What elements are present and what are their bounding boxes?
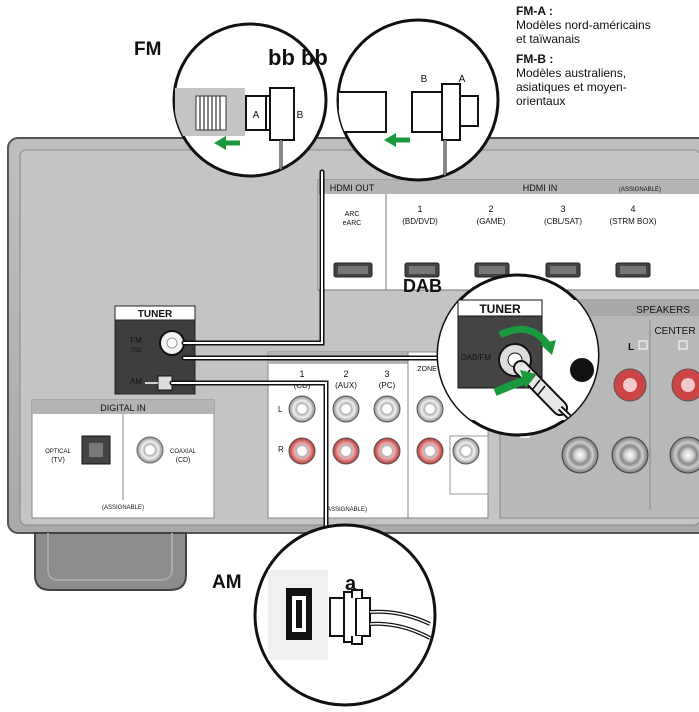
fm-a-note: FM-A : Modèles nord-américains et taïwan… bbox=[516, 4, 696, 46]
dab-rotate-arrow bbox=[540, 340, 556, 355]
hdmi-in-port-2: 2 (GAME) bbox=[474, 204, 510, 278]
tuner-label: TUNER bbox=[138, 309, 173, 320]
tuner-fm-ohm: 75Ω bbox=[130, 348, 142, 354]
digital-in-label: DIGITAL IN bbox=[100, 403, 146, 413]
fm-b-insert-arrow bbox=[384, 133, 396, 147]
antenna-cables bbox=[169, 169, 473, 538]
hdmi-section: HDMI OUT HDMI IN (ASSIGNABLE) ARC eARC 1… bbox=[317, 179, 699, 291]
audio-2-l-jack bbox=[332, 395, 360, 423]
audio-3-l-jack bbox=[373, 395, 401, 423]
speaker-terminal-2 bbox=[611, 436, 649, 474]
dab-callout-c: C bbox=[577, 363, 587, 378]
optical-label: OPTICAL bbox=[45, 449, 71, 455]
audio-2-label: (AUX) bbox=[335, 381, 357, 390]
fm-a-text-2: et taïwanais bbox=[516, 32, 581, 46]
dab-magnifier: TUNER DAB/FM C bbox=[436, 273, 600, 437]
hdmi-in-port-3: 3 (CBL/SAT) bbox=[544, 204, 582, 278]
hdmi-assignable-label: (ASSIGNABLE) bbox=[619, 187, 661, 193]
am-callout: AM bbox=[212, 572, 242, 593]
tuner-am-label: AM bbox=[130, 377, 142, 386]
hdmi-4-num: 4 bbox=[630, 204, 635, 214]
model-notes: FM-A : Modèles nord-américains et taïwan… bbox=[516, 4, 696, 114]
hdmi-3-num: 3 bbox=[560, 204, 565, 214]
digital-assignable: (ASSIGNABLE) bbox=[102, 505, 144, 511]
digital-in-section: DIGITAL IN OPTICAL (TV) COAXIAL (CD) (AS… bbox=[31, 399, 215, 519]
tuner-fm-label: FM bbox=[130, 336, 142, 345]
hdmi-in-label: HDMI IN bbox=[523, 183, 558, 193]
dab-callout-c-badge bbox=[570, 358, 594, 382]
fm-b-text-3: orientaux bbox=[516, 94, 566, 108]
hdmi-in-port-4: 4 (STRM BOX) bbox=[609, 204, 657, 278]
fm-a-plug-a-label: A bbox=[253, 110, 260, 121]
fm-a-title: FM-A : bbox=[516, 4, 553, 18]
dab-tuner-label: TUNER bbox=[479, 302, 521, 316]
hdmi-4-label: (STRM BOX) bbox=[609, 217, 656, 226]
dab-fm-label: DAB/FM bbox=[461, 353, 492, 362]
dab-insert-arrow bbox=[520, 370, 536, 388]
center-label: CENTER bbox=[654, 326, 695, 337]
speaker-terminal-3 bbox=[669, 436, 699, 474]
fm-b-text-2: asiatiques et moyen- bbox=[516, 80, 627, 94]
fm-a-magnifier: A B bbox=[172, 22, 328, 178]
audio-3-label: (PC) bbox=[379, 381, 396, 390]
optical-sub: (TV) bbox=[51, 457, 65, 464]
fm-b-magnifier: B A bbox=[336, 18, 500, 182]
earc-label: eARC bbox=[343, 220, 362, 227]
zone-r-jack bbox=[416, 437, 444, 465]
audio-assignable: (ASSIGNABLE) bbox=[325, 507, 367, 513]
fm-a-plug-b-label: B bbox=[297, 110, 304, 121]
hdmi-3-label: (CBL/SAT) bbox=[544, 217, 582, 226]
speaker-l-label: L bbox=[628, 342, 634, 353]
hdmi-in-port-1: 1 (BD/DVD) bbox=[402, 204, 440, 278]
coaxial-label: COAXIAL bbox=[170, 449, 197, 455]
fm-callout: FM bbox=[134, 39, 161, 60]
audio-1-r-jack bbox=[288, 437, 316, 465]
speakers-label: SPEAKERS bbox=[636, 305, 690, 316]
hdmi-1-label: (BD/DVD) bbox=[402, 217, 438, 226]
hdmi-out-port-inner bbox=[338, 266, 368, 274]
speaker-terminal-1 bbox=[561, 436, 599, 474]
am-plug-callout: a bbox=[345, 573, 357, 595]
zone-label: ZONE 2 bbox=[417, 366, 442, 373]
hdmi-2-label: (GAME) bbox=[477, 217, 506, 226]
audio-3-r-jack bbox=[373, 437, 401, 465]
audio-2-num: 2 bbox=[343, 369, 348, 379]
fm-b-note: FM-B : Modèles australiens, asiatiques e… bbox=[516, 52, 696, 108]
hdmi-out-label: HDMI OUT bbox=[330, 183, 375, 193]
audio-2-r-jack bbox=[332, 437, 360, 465]
fm-a-text-1: Modèles nord-américains bbox=[516, 18, 651, 32]
fm-b-title: FM-B : bbox=[516, 52, 554, 66]
audio-1-l-jack bbox=[288, 395, 316, 423]
audio-l-label: L bbox=[278, 405, 283, 414]
am-magnifier bbox=[253, 523, 437, 707]
hdmi-1-num: 1 bbox=[417, 204, 422, 214]
arc-label: ARC bbox=[345, 211, 360, 218]
zone-extra-jack bbox=[452, 437, 480, 465]
fm-b-plug-a-label: A bbox=[459, 74, 466, 85]
tuner-block: TUNER FM 75Ω AM bbox=[114, 305, 196, 395]
audio-1-num: 1 bbox=[299, 369, 304, 379]
hdmi-2-num: 2 bbox=[488, 204, 493, 214]
fm-b-text-1: Modèles australiens, bbox=[516, 66, 627, 80]
coaxial-sub: (CD) bbox=[176, 457, 191, 464]
fm-b-plug-b-label: B bbox=[421, 74, 428, 85]
coaxial-jack bbox=[136, 436, 164, 464]
audio-3-num: 3 bbox=[384, 369, 389, 379]
dab-callout: DAB bbox=[403, 276, 442, 296]
audio-r-label: R bbox=[278, 445, 284, 454]
fm-a-insert-arrow bbox=[214, 136, 226, 150]
bb-callout: bb bb bbox=[268, 45, 328, 70]
zone-l-jack bbox=[416, 395, 444, 423]
